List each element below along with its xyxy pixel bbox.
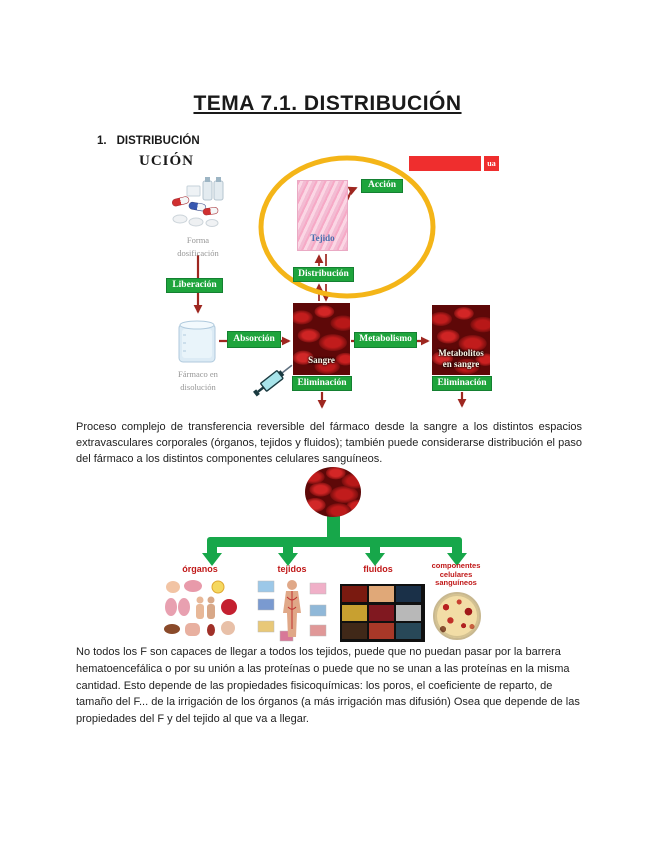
absorcion-box: Absorción — [227, 331, 281, 348]
accion-box: Acción — [361, 179, 403, 193]
fluidos-image — [340, 584, 425, 642]
pharmacokinetics-diagram: UCIÓN ua Forma dosific — [95, 150, 515, 416]
university-logo-icon: ua — [484, 156, 499, 171]
distribucion-box: Distribución — [293, 267, 354, 282]
branch-label-tejidos: tejidos — [277, 564, 307, 574]
section-heading: 1. DISTRIBUCIÓN — [97, 135, 200, 147]
paragraph-barriers: No todos los F son capaces de llegar a t… — [76, 646, 580, 726]
tejidos-image — [257, 580, 327, 642]
forma-dosificacion-caption: Forma dosificación — [177, 235, 219, 258]
tissue-image: Tejido — [297, 180, 348, 251]
metabolitos-image: Metabolitos en sangre — [432, 305, 490, 375]
highlight-ellipse — [258, 155, 436, 299]
organos-image — [164, 580, 237, 636]
section-title: DISTRIBUCIÓN — [116, 135, 200, 147]
branch-label-componentes: componentes celulares sanguíneos — [431, 561, 481, 588]
branch-connector-layer — [202, 513, 467, 566]
tejido-label: Tejido — [310, 233, 335, 243]
blood-drop-image — [305, 467, 361, 517]
sangre-image: Sangre — [293, 303, 350, 375]
sangre-label: Sangre — [308, 354, 335, 365]
branch-label-organos: órganos — [182, 564, 218, 574]
syringe-icon — [253, 364, 293, 397]
university-logo-bar — [409, 156, 481, 171]
metabolitos-label: Metabolitos en sangre — [438, 348, 484, 369]
distribution-branches-diagram: órganos tejidos fluidos componentes celu… — [148, 465, 512, 647]
branch-label-fluidos: fluidos — [363, 564, 393, 574]
eliminacion-left-box: Eliminación — [292, 376, 352, 391]
branch-connector — [202, 513, 467, 566]
page-title: TEMA 7.1. DISTRIBUCIÓN — [193, 92, 462, 115]
slide-partial-title: UCIÓN — [139, 153, 195, 169]
glass-image — [178, 320, 216, 363]
eliminacion-right-box: Eliminación — [432, 376, 492, 391]
paragraph-definition: Proceso complejo de transferencia revers… — [76, 421, 582, 465]
metabolismo-box: Metabolismo — [354, 332, 417, 348]
farmaco-disolucion-caption: Fármaco en disolución — [178, 369, 218, 392]
medication-image — [171, 177, 224, 227]
componentes-sanguineos-image — [433, 592, 481, 640]
liberacion-box: Liberación — [166, 278, 223, 293]
section-number: 1. — [97, 135, 107, 147]
